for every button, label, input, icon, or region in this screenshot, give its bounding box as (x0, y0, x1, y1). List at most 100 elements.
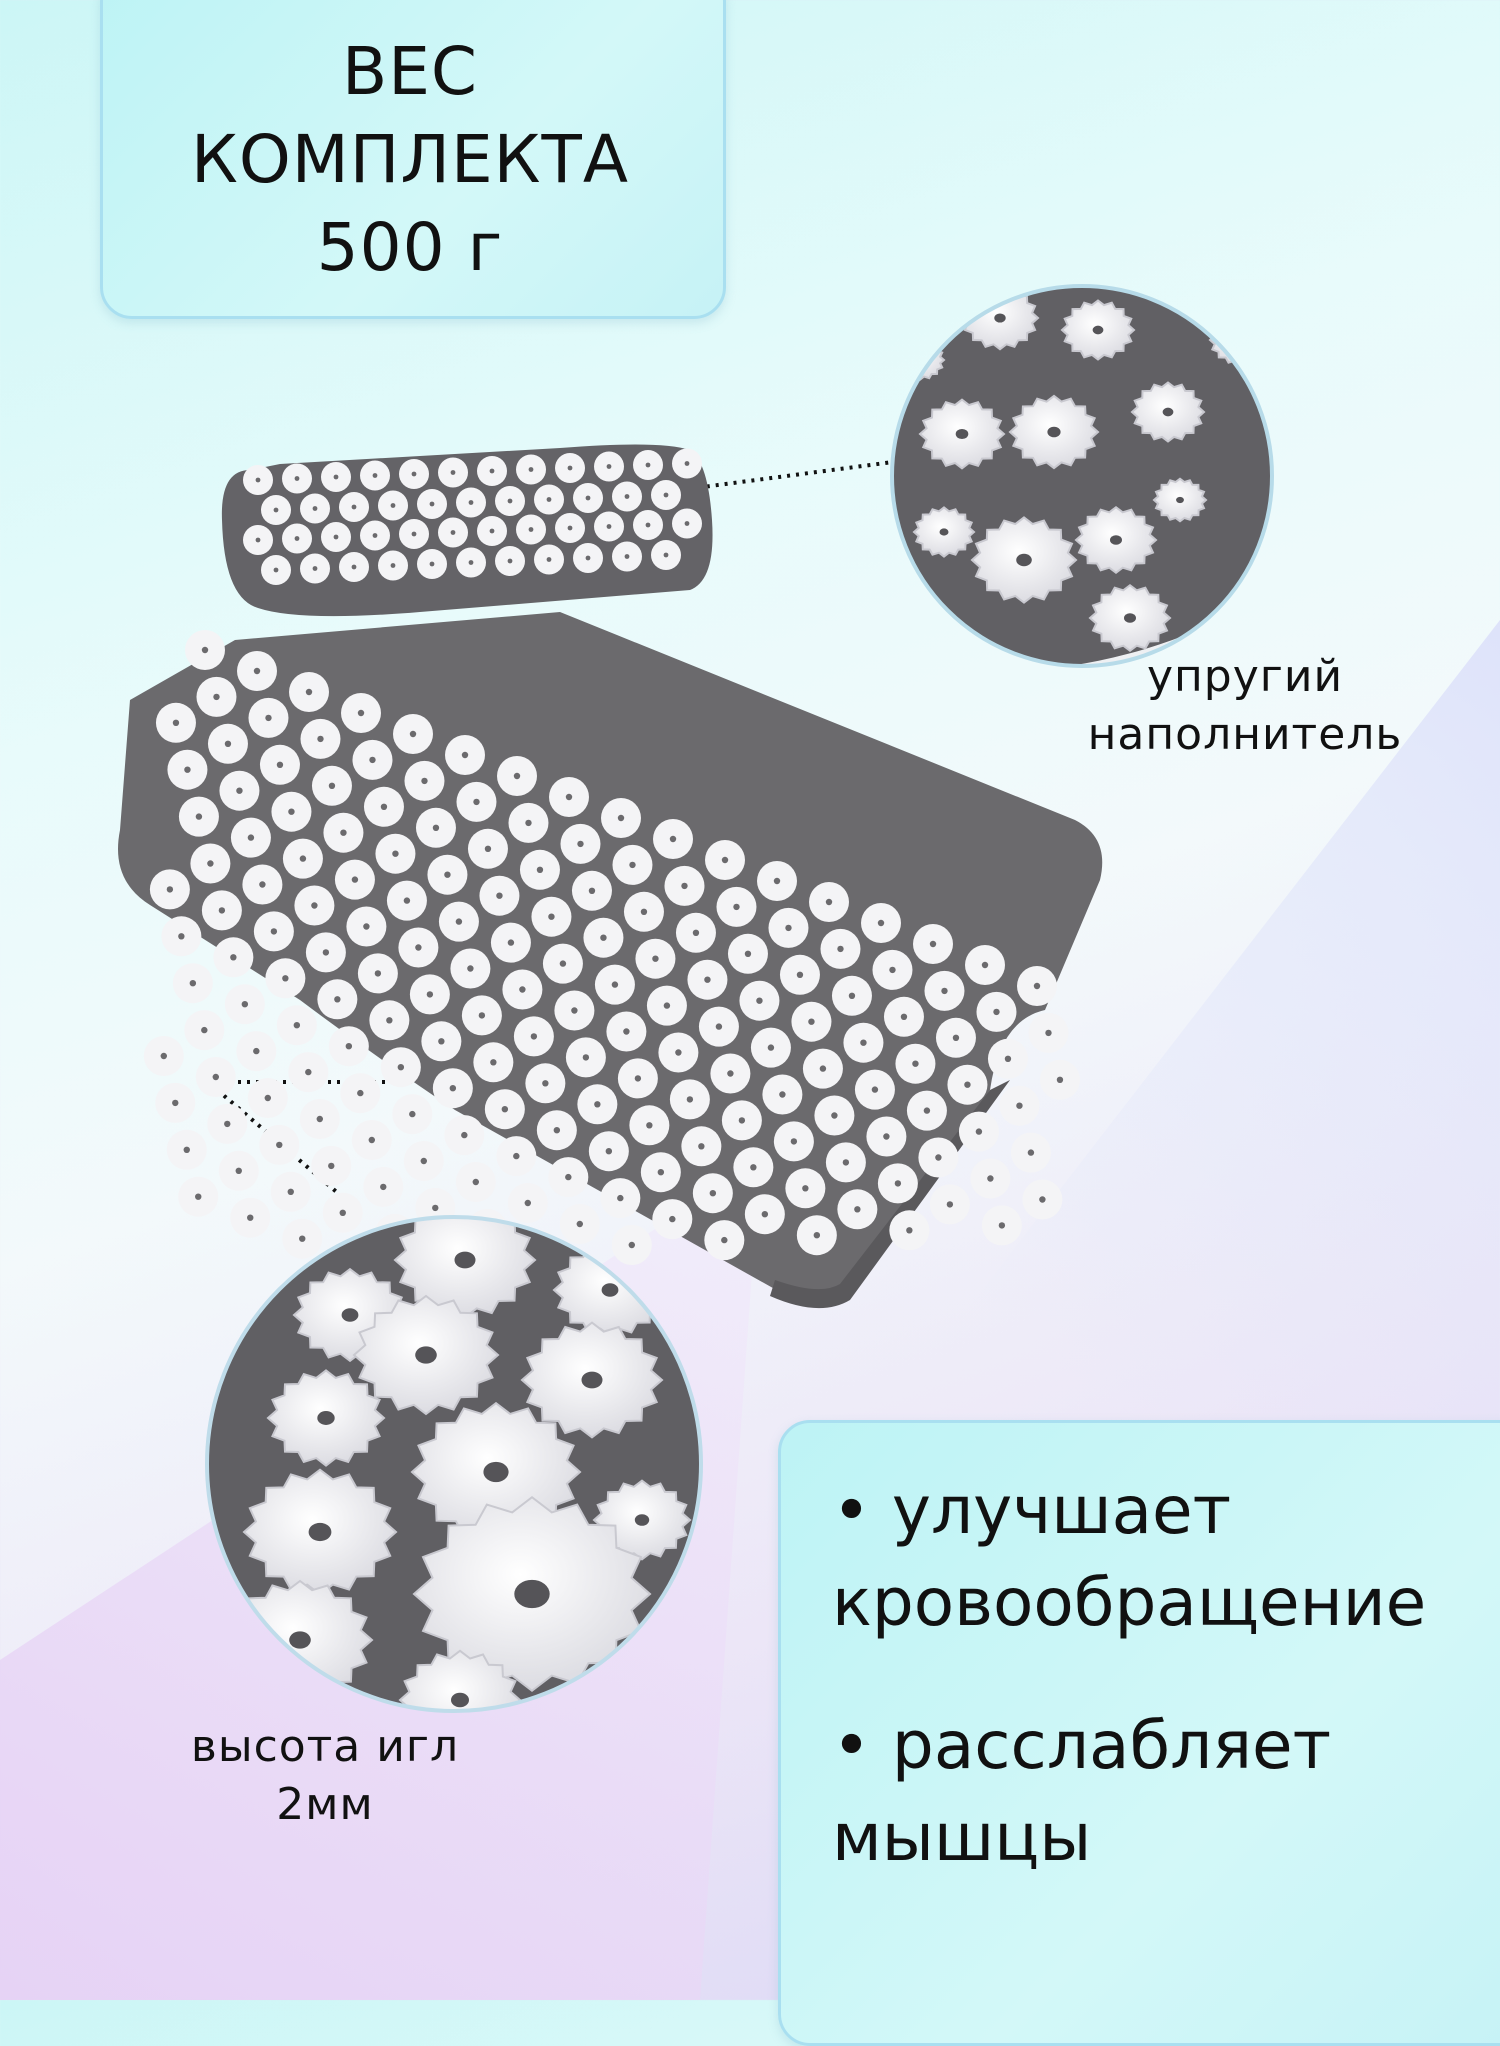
mat-disc-hole (305, 688, 313, 696)
mat-disc-hole (883, 1133, 890, 1140)
pillow-disc-hole (684, 461, 690, 466)
mat-disc-hole (1039, 1196, 1046, 1203)
mat-disc-hole (340, 829, 347, 836)
mat-disc-hole (634, 1075, 642, 1082)
mat (118, 612, 1103, 1303)
mat-disc-hole (640, 908, 648, 915)
zoom-top-disc-hole (1162, 407, 1174, 417)
pillow-discs (243, 448, 702, 585)
zoom-top-disc-hole (916, 357, 924, 363)
zoom-bottom-disc-hole (634, 1514, 650, 1526)
pillow-disc-hole (333, 474, 339, 480)
mat-disc-hole (247, 834, 255, 841)
mat-disc-hole (877, 919, 885, 927)
benefit-1-line2: кровообращение (832, 1564, 1427, 1641)
mat-disc-hole (565, 1173, 572, 1181)
mat-disc-hole (802, 1185, 809, 1192)
zoom-top-disc-hole (1047, 426, 1061, 438)
benefit-2-line2: мышцы (832, 1799, 1092, 1876)
mat-disc-hole (929, 940, 937, 948)
pillow-disc-hole (450, 530, 456, 535)
mat-disc-hole (339, 1209, 346, 1217)
mat-disc-hole (524, 1199, 531, 1207)
mat-disc-hole (484, 845, 492, 852)
pillow-disc-hole (411, 531, 417, 537)
mat-disc-hole (975, 1128, 983, 1135)
pillow-disc-hole (624, 494, 630, 499)
mat-disc-hole (692, 929, 700, 936)
zoom-bottom-disc-hole (601, 1283, 619, 1297)
mat-disc-hole (316, 1115, 323, 1123)
mat-disc-hole (184, 766, 191, 773)
mat-disc-hole (421, 777, 428, 785)
mat-disc-hole (790, 1138, 798, 1145)
weight-text: ВЕС КОМПЛЕКТА 500 г (100, 28, 720, 292)
mat-disc-hole (345, 1043, 353, 1050)
mat-disc-hole (738, 1117, 746, 1124)
zoom-top-disc-hole (1092, 325, 1104, 335)
mat-disc-hole (183, 1146, 190, 1154)
zoom-top-disc-hole (1124, 613, 1136, 623)
mat-disc-hole (212, 1073, 219, 1081)
mat-disc-hole (455, 918, 463, 925)
mat-disc-hole (1045, 1029, 1052, 1037)
mat-disc-hole (941, 987, 948, 995)
mat-disc-hole (750, 1164, 757, 1171)
mat-disc-hole (611, 981, 619, 988)
mat-disc-hole (565, 793, 573, 801)
mat-disc-hole (369, 756, 376, 764)
caption-needles-line1: высота игл (190, 1721, 460, 1772)
mat-disc-hole (987, 1175, 994, 1182)
pillow-disc-hole (411, 471, 417, 477)
zoom-top-disc-hole (1016, 553, 1032, 567)
pillow-disc-hole (294, 536, 300, 541)
mat-disc-hole (461, 751, 469, 759)
pillow-disc-hole (507, 558, 513, 564)
mat-disc-hole (236, 787, 243, 794)
mat-disc-hole (282, 975, 289, 982)
mat-disc-hole (831, 1112, 838, 1119)
pillow-disc-hole (606, 464, 612, 469)
bullet-icon: • (832, 1472, 871, 1549)
mat-disc-hole (299, 855, 307, 862)
mat-disc-hole (906, 1227, 913, 1234)
mat-disc-hole (577, 840, 584, 848)
mat-disc-hole (380, 803, 388, 810)
mat-disc-hole (628, 1241, 635, 1249)
pillow-disc-hole (489, 528, 495, 534)
mat-disc-hole (287, 1188, 294, 1196)
mat-disc-hole (912, 1060, 919, 1067)
zoom-top-disc-hole (1235, 336, 1245, 344)
mat-disc-hole (837, 945, 844, 953)
mat-disc-hole (264, 1094, 271, 1102)
mat-disc-hole (669, 835, 677, 843)
pillow-disc-hole (489, 468, 495, 474)
weight-card (100, 0, 726, 319)
mat-disc-hole (785, 924, 792, 932)
mat-disc-hole (536, 866, 544, 873)
mat-disc-hole (293, 1021, 301, 1029)
pillow-disc-hole (663, 552, 669, 558)
mat-disc-hole (998, 1222, 1006, 1229)
mat-disc-hole (900, 1013, 908, 1020)
zoom-bottom-disc-hole (341, 1308, 359, 1322)
mat-disc-hole (709, 1190, 717, 1197)
mat-disc-hole (224, 740, 232, 747)
zoom-bottom-disc-hole (581, 1371, 603, 1389)
mat-disc-hole (756, 997, 763, 1004)
pillow-disc-hole (390, 503, 396, 508)
mat-disc-hole (334, 996, 341, 1003)
mat-disc-hole (761, 1211, 769, 1218)
mat-disc-hole (825, 898, 833, 906)
mat-disc-hole (166, 886, 174, 893)
pillow-disc-hole (372, 533, 378, 538)
pillow-disc-hole (333, 534, 339, 540)
mat-disc-hole (993, 1008, 1000, 1016)
pillow-disc-hole (468, 500, 474, 505)
pillow-disc-hole (312, 506, 318, 511)
mat-disc-hole (571, 1007, 578, 1014)
pillow-disc-hole (468, 560, 474, 565)
mat-disc-hole (478, 1012, 486, 1019)
zoom-bottom-disc-hole (415, 1346, 437, 1364)
mat-disc-hole (357, 1089, 364, 1097)
